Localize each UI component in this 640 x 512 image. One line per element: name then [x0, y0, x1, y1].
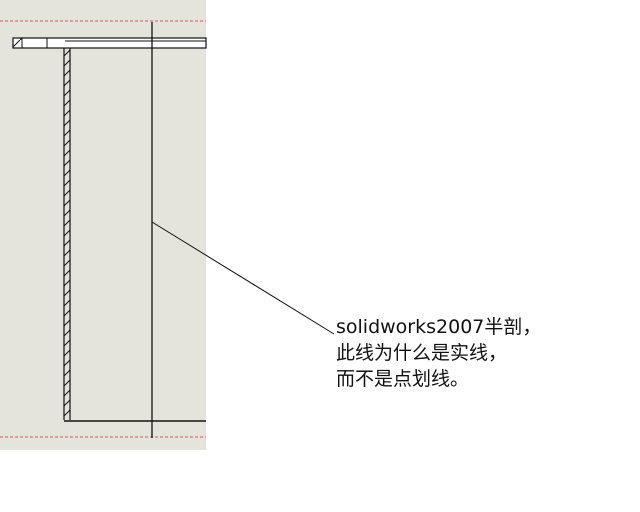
annotation-note: solidworks2007半剖， 此线为什么是实线， 而不是点划线。	[336, 314, 636, 392]
cylinder-wall[interactable]	[63, 48, 71, 420]
viewport-background	[0, 0, 206, 450]
annotation-line-1: solidworks2007半剖，	[336, 316, 542, 338]
annotation-line-2: 此线为什么是实线，	[336, 342, 508, 364]
annotation-line-3: 而不是点划线。	[336, 368, 470, 390]
flange-outline	[12, 37, 207, 49]
flange[interactable]	[12, 37, 207, 49]
wall-hatch	[64, 48, 70, 420]
flange-hatch	[13, 38, 22, 48]
leader-line	[151, 221, 335, 335]
